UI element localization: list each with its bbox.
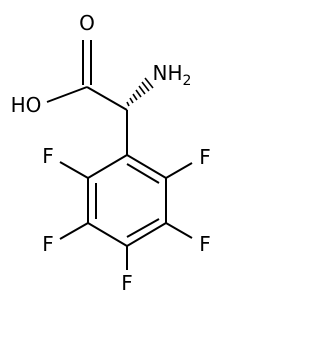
molecule-structure-diagram: O HO NH2 F F F F F	[11, 11, 211, 295]
bond-c2-f	[165, 162, 193, 179]
atom-label-hydroxyl: HO	[11, 93, 42, 117]
bond-c6-f	[59, 161, 89, 179]
atom-label-fluorine-mid-right: F	[199, 232, 211, 256]
bond-c5-f	[59, 222, 89, 240]
bond-ring-c6-c1	[87, 154, 128, 179]
atom-label-carbonyl-oxygen: O	[79, 11, 95, 35]
bond-c-oh	[46, 86, 88, 103]
atom-label-fluorine-upper-left: F	[42, 144, 54, 168]
wedge-hash	[129, 97, 134, 104]
bonds	[46, 40, 193, 270]
wedge-hash	[138, 85, 146, 95]
bond-ring-inner-c3-c4	[126, 218, 160, 238]
stereo-hashed-wedge	[126, 77, 154, 107]
bond-ring-c4-c5	[87, 222, 128, 247]
atom-label-fluorine-mid-left: F	[42, 232, 54, 256]
atom-label-amine: NH2	[153, 61, 192, 89]
wedge-hash	[141, 81, 150, 92]
amine-nh: NH	[153, 61, 183, 85]
bond-ring-c3-c4	[126, 222, 167, 247]
bond-c3-f	[165, 222, 193, 239]
atom-labels: O HO NH2 F F F F F	[11, 11, 211, 295]
wedge-hash	[144, 77, 154, 89]
atom-label-fluorine-bottom: F	[121, 271, 133, 295]
bond-ring-inner-c1-c2	[126, 163, 160, 184]
wedge-hash	[132, 93, 138, 101]
amine-subscript: 2	[183, 73, 192, 89]
wedge-hash	[126, 101, 130, 107]
wedge-hash	[135, 89, 142, 98]
bond-ring-c1-c2	[126, 154, 167, 179]
bond-c-alpha	[86, 86, 128, 111]
atom-label-fluorine-upper-right: F	[199, 145, 211, 169]
